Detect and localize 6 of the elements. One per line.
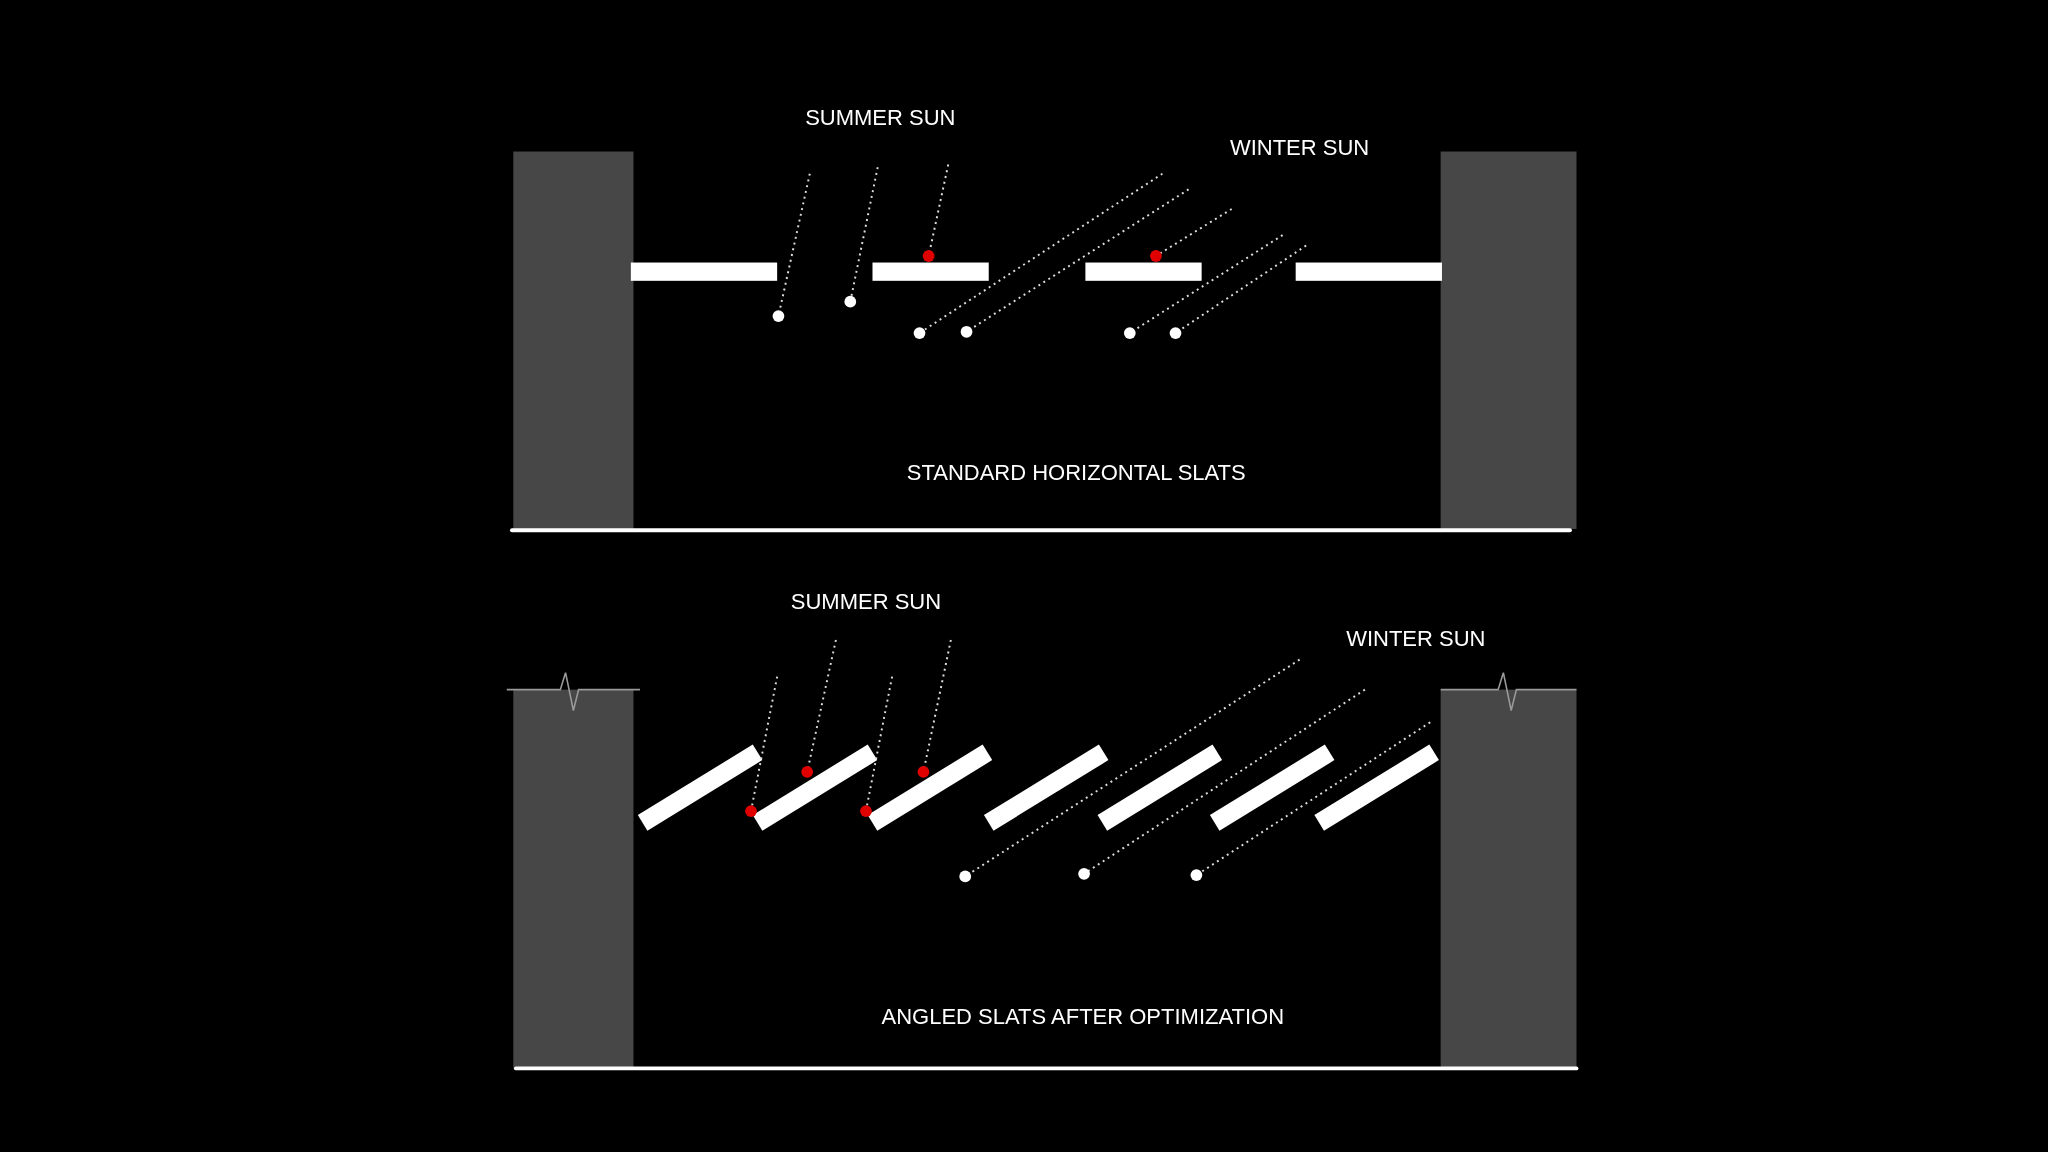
section-title: STANDARD HORIZONTAL SLATS — [906, 460, 1246, 485]
sun-label: SUMMER SUN — [790, 590, 942, 615]
sun-label: WINTER SUN — [1229, 135, 1370, 160]
sun-label: WINTER SUN — [1346, 626, 1486, 651]
section-title: ANGLED SLATS AFTER OPTIMIZATION — [881, 1005, 1285, 1030]
sun-label: SUMMER SUN — [805, 105, 956, 130]
